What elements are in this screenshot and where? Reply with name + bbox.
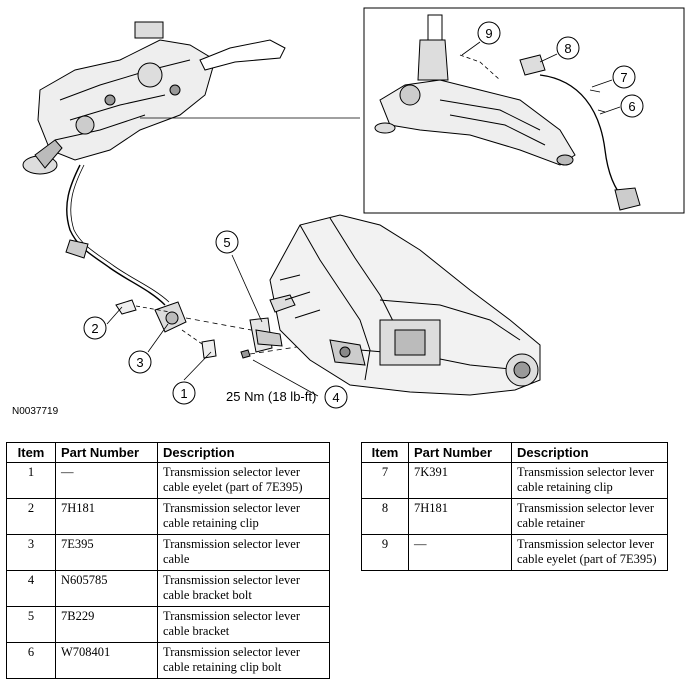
inset-steering-column-illustration: [374, 14, 641, 211]
callout-4: 4: [252, 359, 348, 409]
part-number-cell: 7H181: [408, 498, 512, 535]
item-cell: 5: [6, 606, 56, 643]
description-cell: Transmission selector lever cable: [157, 534, 330, 571]
svg-text:6: 6: [628, 99, 635, 114]
header-description: Description: [157, 442, 330, 463]
svg-text:3: 3: [136, 355, 143, 370]
item-cell: 1: [6, 462, 56, 499]
callout-5: 5: [215, 230, 239, 254]
header-part-number: Part Number: [408, 442, 512, 463]
part-number-cell: 7H181: [55, 498, 158, 535]
callout-9: 9: [461, 21, 501, 56]
description-cell: Transmission selector lever cable retain…: [157, 642, 330, 679]
svg-text:5: 5: [223, 235, 230, 250]
item-cell: 2: [6, 498, 56, 535]
svg-text:8: 8: [564, 41, 571, 56]
svg-text:1: 1: [180, 386, 187, 401]
torque-specification: 25 Nm (18 lb-ft): [226, 389, 316, 404]
item-cell: 6: [6, 642, 56, 679]
svg-text:4: 4: [332, 390, 339, 405]
svg-text:9: 9: [485, 26, 492, 41]
part-number-cell: —: [408, 534, 512, 571]
item-cell: 4: [6, 570, 56, 607]
item-cell: 3: [6, 534, 56, 571]
part-number-cell: —: [55, 462, 158, 499]
callout-6: 6: [599, 94, 644, 118]
part-number-cell: 7E395: [55, 534, 158, 571]
figure-id: N0037719: [12, 406, 59, 417]
callout-3: 3: [128, 323, 169, 374]
description-cell: Transmission selector lever cable retain…: [511, 498, 668, 535]
callout-1: 1: [172, 351, 212, 405]
table-header-row: Item Part Number Description: [361, 442, 668, 463]
description-cell: Transmission selector lever cable retain…: [157, 498, 330, 535]
callout-8: 8: [539, 36, 580, 63]
table-header-row: Item Part Number Description: [6, 442, 330, 463]
table-row: 9—Transmission selector lever cable eyel…: [361, 534, 668, 571]
cable-bracket-illustration: [231, 254, 283, 353]
transmission-illustration: [269, 214, 541, 396]
header-item: Item: [6, 442, 56, 463]
steering-column-illustration: [22, 21, 286, 175]
exploded-parts-diagram: 1 2 3 4 5 6 7 8 9 25 Nm (18 lb-ft) N0: [12, 7, 685, 417]
part-number-cell: W708401: [55, 642, 158, 679]
description-cell: Transmission selector lever cable bracke…: [157, 606, 330, 643]
svg-text:7: 7: [620, 70, 627, 85]
header-item: Item: [361, 442, 409, 463]
parts-table-left: Item Part Number Description 1—Transmiss…: [6, 442, 330, 679]
part-number-cell: N605785: [55, 570, 158, 607]
description-cell: Transmission selector lever cable retain…: [511, 462, 668, 499]
part-number-cell: 7K391: [408, 462, 512, 499]
callout-2: 2: [83, 306, 123, 340]
description-cell: Transmission selector lever cable eyelet…: [157, 462, 330, 499]
svg-text:2: 2: [91, 321, 98, 336]
item-cell: 9: [361, 534, 409, 571]
header-description: Description: [511, 442, 668, 463]
callout-7: 7: [591, 65, 636, 89]
description-cell: Transmission selector lever cable bracke…: [157, 570, 330, 607]
item-cell: 8: [361, 498, 409, 535]
table-row: 1—Transmission selector lever cable eyel…: [6, 462, 330, 499]
part-number-cell: 7B229: [55, 606, 158, 643]
header-part-number: Part Number: [55, 442, 158, 463]
description-cell: Transmission selector lever cable eyelet…: [511, 534, 668, 571]
item-cell: 7: [361, 462, 409, 499]
